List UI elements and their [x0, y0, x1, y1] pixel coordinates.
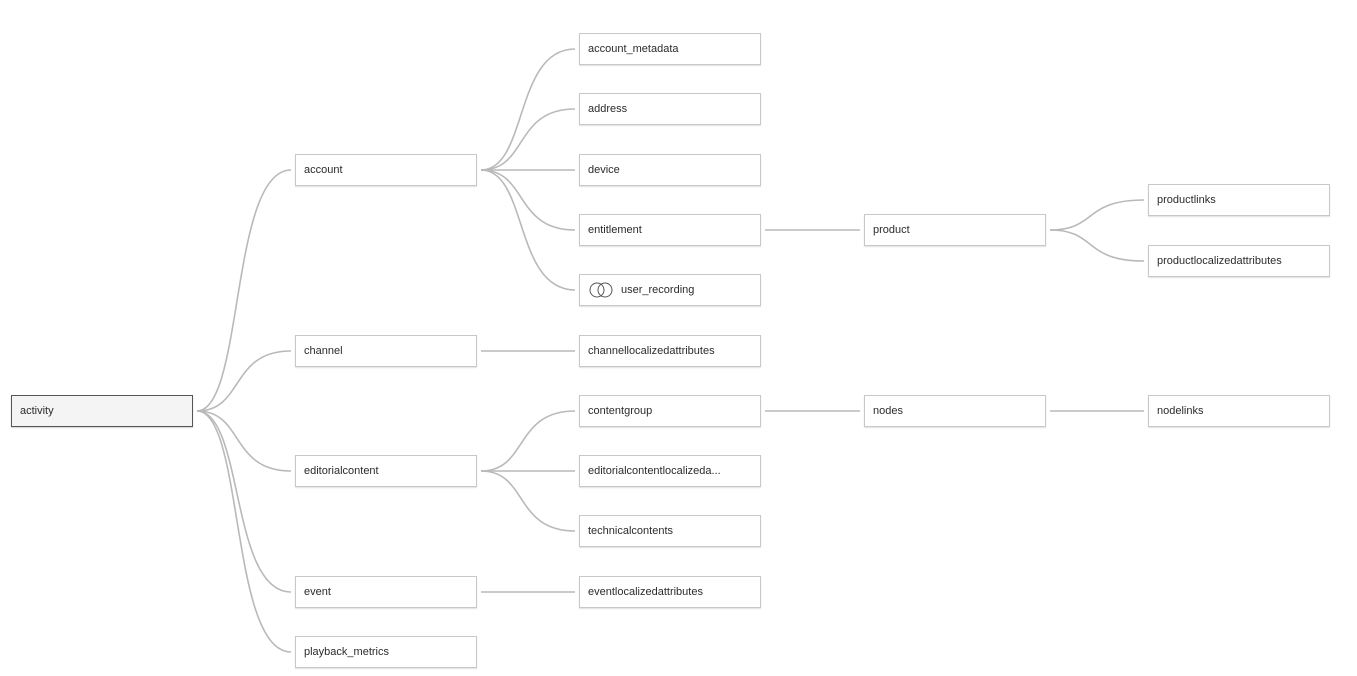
- node-account-metadata[interactable]: account_metadata: [579, 33, 761, 65]
- node-editorialcontent[interactable]: editorialcontent: [295, 455, 477, 487]
- node-label: playback_metrics: [304, 646, 389, 658]
- node-label: contentgroup: [588, 405, 653, 417]
- node-channel[interactable]: channel: [295, 335, 477, 367]
- link-root-editorialcontent: [196, 410, 292, 472]
- link-root-playback_metrics: [196, 410, 292, 653]
- node-product[interactable]: product: [864, 214, 1046, 246]
- node-technicalcontents[interactable]: technicalcontents: [579, 515, 761, 547]
- join-icon: [588, 282, 614, 298]
- node-label: editorialcontentlocalizeda...: [588, 465, 721, 477]
- node-label: nodes: [873, 405, 903, 417]
- node-event[interactable]: event: [295, 576, 477, 608]
- node-label: activity: [20, 405, 54, 417]
- node-eventlocalizedattributes[interactable]: eventlocalizedattributes: [579, 576, 761, 608]
- node-device[interactable]: device: [579, 154, 761, 186]
- node-productlocalizedattributes[interactable]: productlocalizedattributes: [1148, 245, 1330, 277]
- node-playback-metrics[interactable]: playback_metrics: [295, 636, 477, 668]
- node-address[interactable]: address: [579, 93, 761, 125]
- node-label: technicalcontents: [588, 525, 673, 537]
- node-label: entitlement: [588, 224, 642, 236]
- node-label: product: [873, 224, 910, 236]
- link-root-channel: [196, 350, 292, 412]
- node-label: address: [588, 103, 628, 115]
- node-nodelinks[interactable]: nodelinks: [1148, 395, 1330, 427]
- link-editorialcontent-technicalcontents: [480, 470, 576, 532]
- link-product-productlocalizedattributes: [1049, 229, 1145, 262]
- node-label: productlinks: [1157, 194, 1216, 206]
- node-label: device: [588, 164, 620, 176]
- node-label: eventlocalizedattributes: [588, 586, 703, 598]
- link-root-event: [196, 410, 292, 593]
- node-productlinks[interactable]: productlinks: [1148, 184, 1330, 216]
- node-channellocalizedattributes[interactable]: channellocalizedattributes: [579, 335, 761, 367]
- node-contentgroup[interactable]: contentgroup: [579, 395, 761, 427]
- link-editorialcontent-contentgroup: [480, 410, 576, 472]
- node-label: editorialcontent: [304, 465, 379, 477]
- node-label: channellocalizedattributes: [588, 345, 715, 357]
- node-activity[interactable]: activity: [11, 395, 193, 427]
- node-label: channel: [304, 345, 343, 357]
- link-product-productlinks: [1049, 199, 1145, 231]
- node-label: nodelinks: [1157, 405, 1204, 417]
- link-root-account: [196, 169, 292, 412]
- link-account-user_recording: [480, 169, 576, 291]
- node-editorialcontentlocalizedattributes[interactable]: editorialcontentlocalizeda...: [579, 455, 761, 487]
- link-account-entitlement: [480, 169, 576, 231]
- node-account[interactable]: account: [295, 154, 477, 186]
- node-label: user_recording: [621, 284, 695, 296]
- link-account-account_metadata: [480, 48, 576, 171]
- node-label: account_metadata: [588, 43, 679, 55]
- node-label: event: [304, 586, 331, 598]
- node-entitlement[interactable]: entitlement: [579, 214, 761, 246]
- node-label: account: [304, 164, 343, 176]
- node-user-recording[interactable]: user_recording: [579, 274, 761, 306]
- node-label: productlocalizedattributes: [1157, 255, 1282, 267]
- link-account-address: [480, 108, 576, 171]
- node-nodes[interactable]: nodes: [864, 395, 1046, 427]
